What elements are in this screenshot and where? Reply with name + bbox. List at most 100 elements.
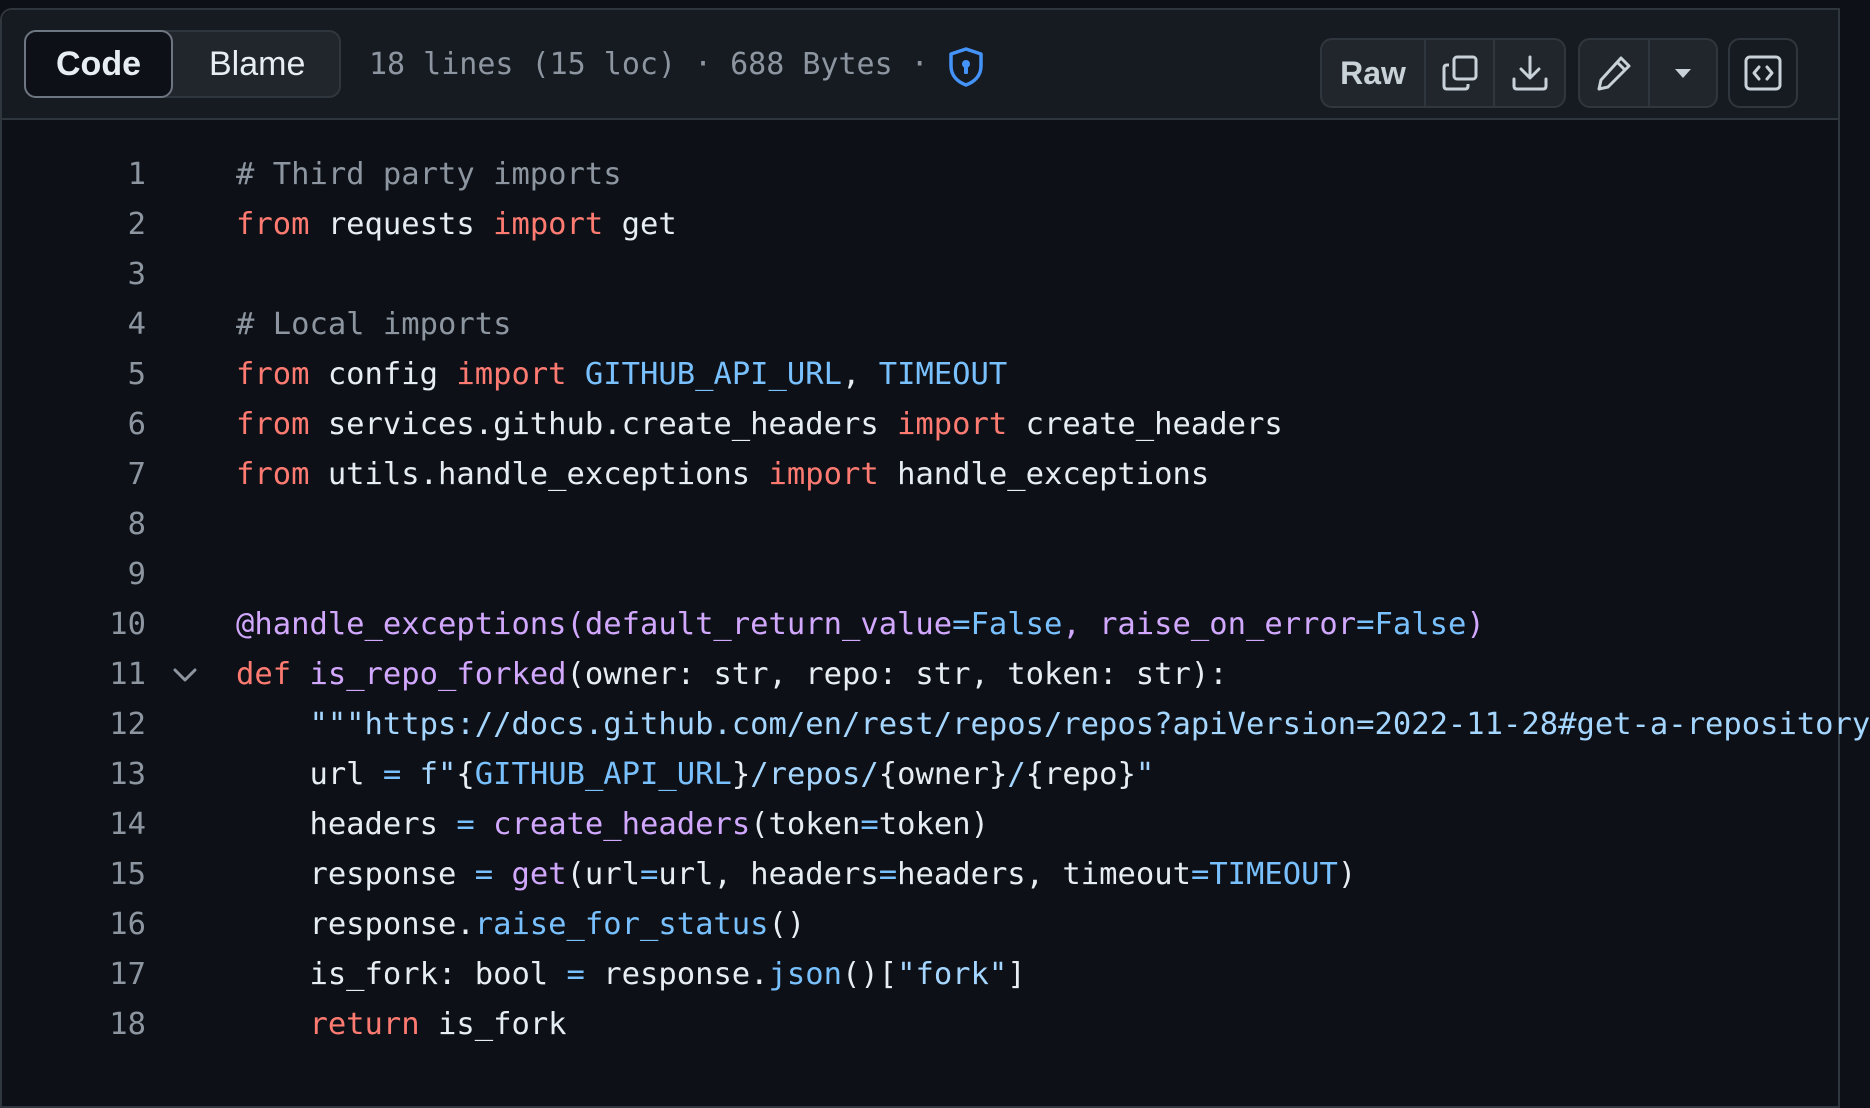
raw-button[interactable]: Raw [1322,40,1426,106]
chevron-down-icon[interactable] [172,663,198,687]
code-token [475,807,493,842]
code-text: @handle_exceptions(default_return_value=… [236,600,1485,650]
code-line: 11 def is_repo_forked(owner: str, repo: s… [2,650,1842,700]
code-token [401,757,419,792]
download-button[interactable] [1495,40,1564,106]
edit-actions-group [1578,38,1718,108]
line-number[interactable]: 13 [109,757,146,792]
code-line: 16 response.raise_for_status() [2,900,1842,950]
line-number[interactable]: 3 [127,257,146,292]
file-size: 688 Bytes [730,46,893,82]
blame-tab[interactable]: Blame [209,44,306,83]
line-number[interactable]: 5 [127,357,146,392]
line-number[interactable]: 12 [109,707,146,742]
code-token: from [236,207,310,242]
code-token: } [731,757,751,792]
code-token: , [842,357,879,392]
code-token: get [511,857,567,892]
code-line: 8 [2,500,1842,550]
code-token: " [1135,757,1155,792]
separator: · [694,46,713,82]
code-text: def is_repo_forked(owner: str, repo: str… [236,650,1228,700]
code-line: 9 [2,550,1842,600]
line-number[interactable]: 11 [109,657,146,692]
code-token: ] [1007,957,1026,992]
code-token: create_headers [1007,407,1283,442]
shield-lock-icon[interactable] [946,46,986,88]
code-square-icon [1744,55,1782,91]
code-token: (token [750,807,861,842]
code-text: is_fork: bool = response.json()["fork"] [236,950,1026,1000]
code-line: 4 # Local imports [2,300,1842,350]
download-icon [1512,55,1547,91]
line-number[interactable]: 17 [109,957,146,992]
line-number[interactable]: 9 [127,557,146,592]
code-token: = [1190,857,1210,892]
code-token [291,657,309,692]
code-token: def [236,657,292,692]
line-number[interactable]: 8 [127,507,146,542]
file-header-toolbar: Code Blame 18 lines (15 loc) · 688 Bytes… [2,10,1838,120]
code-text: # Third party imports [236,150,622,200]
code-token: from [236,457,310,492]
code-token: { [456,757,475,792]
code-text: response.raise_for_status() [236,900,805,950]
code-token: is_fork [419,1007,567,1042]
code-text: # Local imports [236,300,511,350]
code-token: response. [236,907,475,942]
line-number[interactable]: 4 [127,307,146,342]
code-token: GITHUB_API_URL [584,357,842,392]
code-line: 1 # Third party imports [2,150,1842,200]
code-token: # Local imports [236,307,512,342]
code-token: (url [566,857,641,892]
code-token: , raise_on_error [1062,607,1357,642]
code-token: {repo} [1025,757,1136,792]
code-token: / [1007,757,1026,792]
symbols-panel-button[interactable] [1728,38,1798,108]
code-token: = [860,807,879,842]
code-token: response. [584,957,769,992]
line-count: 18 lines (15 loc) [369,46,677,82]
code-token: @handle_exceptions(default_return_value [236,607,953,642]
code-token: create_headers [493,807,751,842]
code-token: = [640,857,659,892]
code-token: headers, timeout [897,857,1191,892]
code-token: f" [419,757,457,792]
code-token: from [236,407,310,442]
code-text: """https://docs.github.com/en/rest/repos… [236,700,1870,750]
code-token: False [970,607,1063,642]
code-token: token) [878,807,989,842]
code-token: json [768,957,842,992]
code-token: get [603,207,677,242]
code-token: "fork" [897,957,1008,992]
triangle-down-icon [1675,69,1691,78]
copy-button[interactable] [1426,40,1495,106]
more-edit-options-button[interactable] [1650,40,1716,106]
code-text: from services.github.create_headers impo… [236,400,1283,450]
code-line: 13 url = f"{GITHUB_API_URL}/repos/{owner… [2,750,1842,800]
code-token: response [236,857,475,892]
line-number[interactable]: 10 [109,607,146,642]
code-token: = [952,607,971,642]
code-token: raise_for_status [474,907,769,942]
code-text: return is_fork [236,1000,567,1050]
line-number[interactable]: 15 [109,857,146,892]
code-line: 15 response = get(url=url, headers=heade… [2,850,1842,900]
line-number[interactable]: 6 [127,407,146,442]
line-number[interactable]: 2 [127,207,146,242]
code-token: is_fork: bool [236,957,567,992]
view-mode-switch: Code Blame [24,30,342,98]
code-tab[interactable]: Code [24,30,173,98]
code-text: url = f"{GITHUB_API_URL}/repos/{owner}/{… [236,750,1154,800]
edit-button[interactable] [1580,40,1650,106]
code-text: from requests import get [236,200,677,250]
line-number[interactable]: 1 [127,157,146,192]
code-token: TIMEOUT [878,357,1008,392]
line-number[interactable]: 18 [109,1007,146,1042]
file-info: 18 lines (15 loc) · 688 Bytes · [369,34,947,94]
code-token: (owner: str, repo: str, token: str): [566,657,1228,692]
line-number[interactable]: 14 [109,807,146,842]
line-number[interactable]: 16 [109,907,146,942]
line-number[interactable]: 7 [127,457,146,492]
